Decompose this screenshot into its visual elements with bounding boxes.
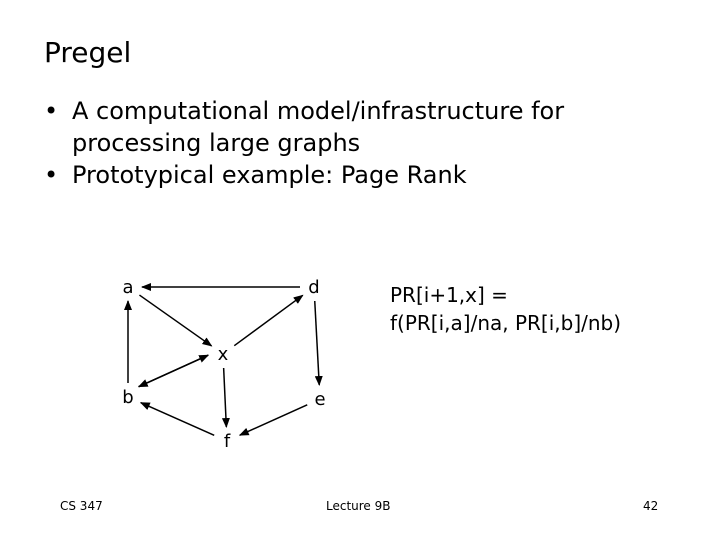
edge-f-to-b — [139, 402, 215, 436]
bullet-text: Prototypical example: Page Rank — [72, 161, 467, 189]
formula-line-2: f(PR[i,a]/na, PR[i,b]/nb) — [390, 311, 622, 335]
node-e: e — [314, 389, 325, 410]
node-d: d — [308, 277, 319, 298]
footer-page-number: 42 — [643, 499, 659, 513]
formula-line-1: PR[i+1,x] = — [390, 283, 508, 307]
bullet-item: • Prototypical example: Page Rank — [44, 159, 684, 191]
edge-e-to-f — [238, 404, 308, 436]
edge-d-to-e — [314, 300, 323, 387]
edge-x-to-d — [233, 294, 304, 347]
node-a: a — [122, 277, 133, 298]
node-b: b — [122, 387, 133, 408]
node-layer: a d x b e f — [122, 277, 325, 452]
pagerank-formula: PR[i+1,x] = f(PR[i,a]/na, PR[i,b]/nb) — [390, 281, 621, 337]
node-f: f — [224, 431, 231, 452]
bullet-list: • A computational model/infrastructure fo… — [44, 95, 684, 191]
edge-b-to-x — [138, 354, 210, 388]
edge-a-to-x — [139, 294, 213, 347]
node-x: x — [218, 344, 229, 365]
edge-x-to-f — [221, 367, 230, 429]
slide-title: Pregel — [44, 36, 132, 69]
footer-course: CS 347 — [60, 499, 103, 513]
edge-layer — [124, 283, 323, 436]
bullet-dot-icon: • — [44, 97, 59, 125]
bullet-dot-icon: • — [44, 161, 59, 189]
footer-lecture: Lecture 9B — [326, 499, 391, 513]
bullet-item: • A computational model/infrastructure fo… — [44, 95, 684, 159]
bullet-text: A computational model/infrastructure for… — [72, 97, 565, 157]
